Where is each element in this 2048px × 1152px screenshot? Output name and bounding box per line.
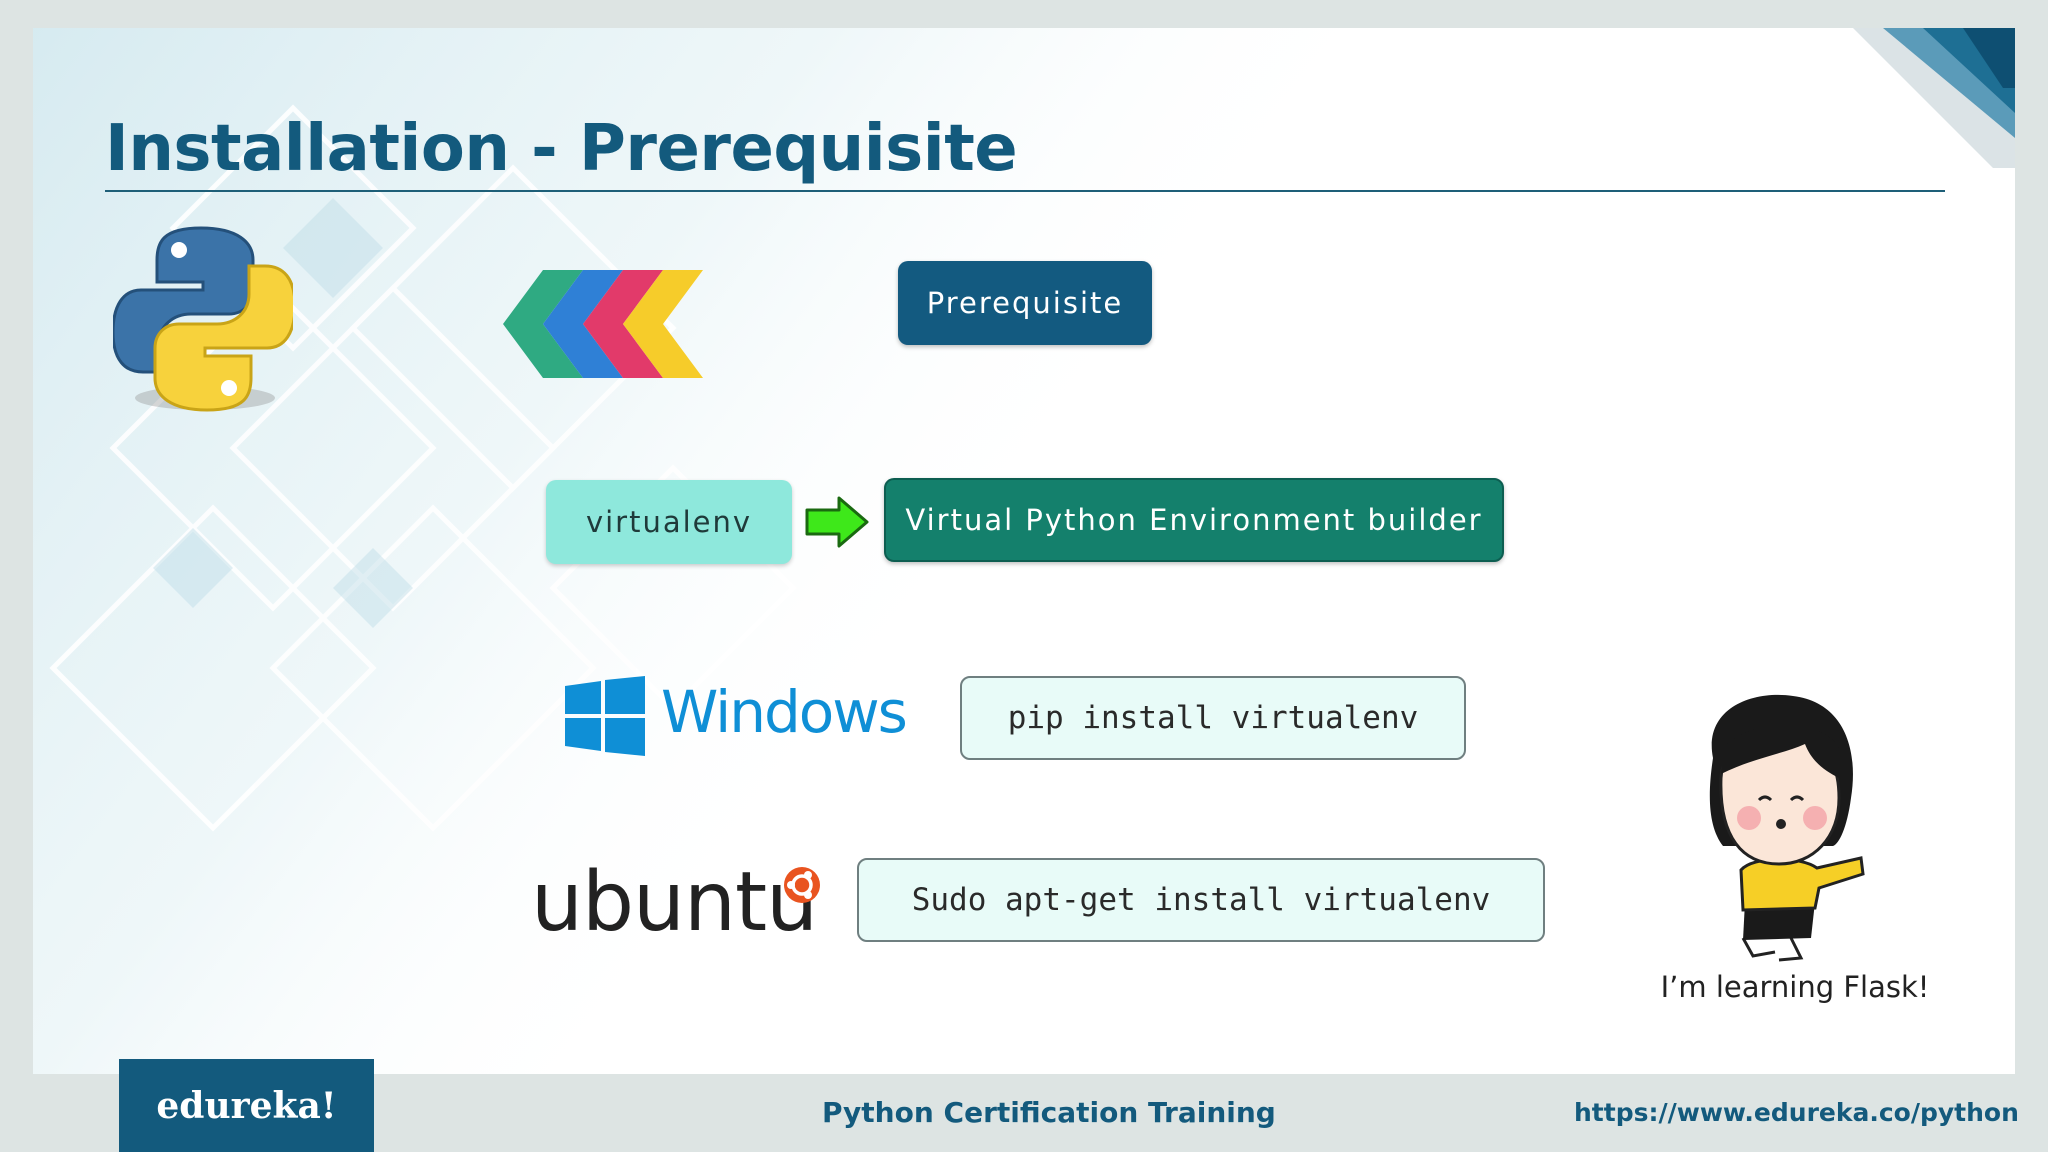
virtualenv-description: Virtual Python Environment builder (884, 478, 1504, 562)
windows-logo-icon (565, 676, 645, 756)
python-logo-icon (113, 226, 293, 412)
course-name: Python Certification Training (822, 1096, 1276, 1129)
windows-brand: Windows (661, 678, 908, 746)
windows-install-command: pip install virtualenv (960, 676, 1466, 760)
ubuntu-install-command: Sudo apt-get install virtualenv (857, 858, 1545, 942)
ubuntu-circle-icon (784, 867, 820, 903)
corner-stripes-decoration (1853, 28, 2015, 168)
mascot-caption: I’m learning Flask! (1660, 970, 1930, 1004)
edureka-logo: edureka! (119, 1059, 374, 1152)
course-url: https://www.edureka.co/python (1574, 1098, 2019, 1127)
prerequisite-label: Prerequisite (898, 261, 1152, 345)
chevrons-icon (503, 270, 703, 378)
slide: Installation - Prerequisite Prerequisite… (33, 28, 2015, 1074)
mascot-girl-icon (1709, 694, 1865, 962)
title-divider (105, 190, 1945, 192)
slide-title: Installation - Prerequisite (105, 112, 1018, 186)
green-arrow-icon (805, 496, 869, 548)
virtualenv-label: virtualenv (546, 480, 792, 564)
edureka-logo-text: edureka! (156, 1084, 337, 1127)
ubuntu-brand: ubuntu (531, 855, 818, 950)
